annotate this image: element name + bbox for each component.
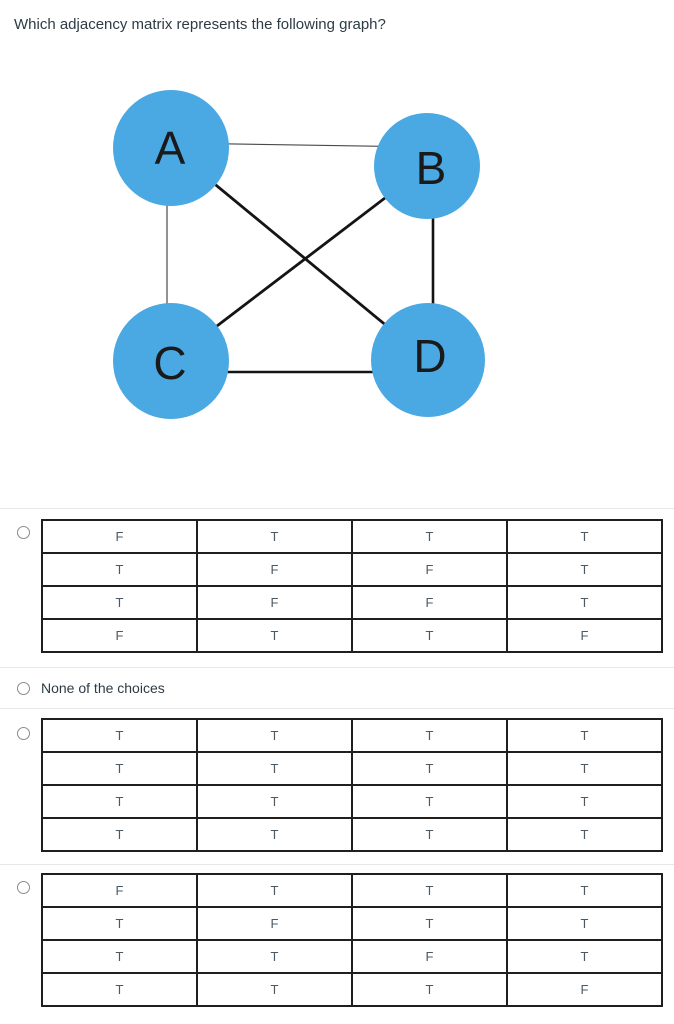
matrix-cell: T [506, 873, 663, 908]
graph-image: A B C D [113, 90, 485, 419]
matrix-cell: T [41, 817, 198, 852]
graph-node-a [113, 90, 229, 206]
matrix-cell: T [506, 718, 663, 753]
graph-node-c [113, 303, 229, 419]
matrix-cell: T [196, 618, 353, 653]
graph-node-c-label: C [153, 337, 186, 389]
matrix-cell: T [196, 519, 353, 554]
matrix-cell: T [196, 817, 353, 852]
graph-node-d-label: D [413, 330, 446, 382]
matrix-cell: F [196, 552, 353, 587]
matrix-cell: T [41, 585, 198, 620]
matrix-cell: T [351, 519, 508, 554]
matrix-cell: F [41, 873, 198, 908]
matrix-cell: F [41, 519, 198, 554]
matrix-cell: F [351, 552, 508, 587]
matrix-cell: T [506, 939, 663, 974]
graph-node-b-label: B [416, 142, 447, 194]
matrix-cell: T [351, 784, 508, 819]
option-2-label[interactable]: None of the choices [41, 680, 165, 696]
matrix-cell: T [506, 817, 663, 852]
matrix-cell: T [351, 972, 508, 1007]
option-3-radio-button[interactable] [17, 727, 30, 740]
matrix-cell: F [506, 618, 663, 653]
divider [0, 708, 674, 709]
matrix-cell: F [196, 585, 353, 620]
matrix-cell: T [506, 519, 663, 554]
matrix-cell: T [196, 972, 353, 1007]
option-2-radio-button[interactable] [17, 682, 30, 695]
matrix-cell: F [41, 618, 198, 653]
matrix-cell: T [196, 873, 353, 908]
matrix-cell: T [41, 751, 198, 786]
matrix-cell: T [351, 906, 508, 941]
question-title: Which adjacency matrix represents the fo… [14, 16, 386, 33]
matrix-cell: T [351, 873, 508, 908]
matrix-cell: T [351, 817, 508, 852]
matrix-cell: T [41, 906, 198, 941]
matrix-cell: T [351, 618, 508, 653]
matrix-cell: T [351, 751, 508, 786]
matrix-cell: T [41, 972, 198, 1007]
matrix-cell: T [41, 784, 198, 819]
matrix-cell: T [506, 552, 663, 587]
matrix-cell: T [506, 585, 663, 620]
matrix-cell: T [196, 718, 353, 753]
matrix-cell: T [41, 718, 198, 753]
graph-node-a-label: A [155, 122, 186, 174]
matrix-cell: T [196, 751, 353, 786]
matrix-cell: T [506, 906, 663, 941]
divider [0, 508, 674, 509]
matrix-cell: F [506, 972, 663, 1007]
matrix-cell: T [506, 751, 663, 786]
divider [0, 864, 674, 865]
matrix-cell: T [196, 939, 353, 974]
option-4-radio-button[interactable] [17, 881, 30, 894]
graph-node-d [371, 303, 485, 417]
matrix-cell: F [351, 939, 508, 974]
matrix-cell: T [41, 552, 198, 587]
matrix-cell: F [196, 906, 353, 941]
matrix-cell: T [351, 718, 508, 753]
matrix-cell: T [196, 784, 353, 819]
option-1-radio-button[interactable] [17, 526, 30, 539]
divider [0, 667, 674, 668]
matrix-cell: F [351, 585, 508, 620]
matrix-cell: T [41, 939, 198, 974]
matrix-cell: T [506, 784, 663, 819]
graph-node-b [374, 113, 480, 219]
